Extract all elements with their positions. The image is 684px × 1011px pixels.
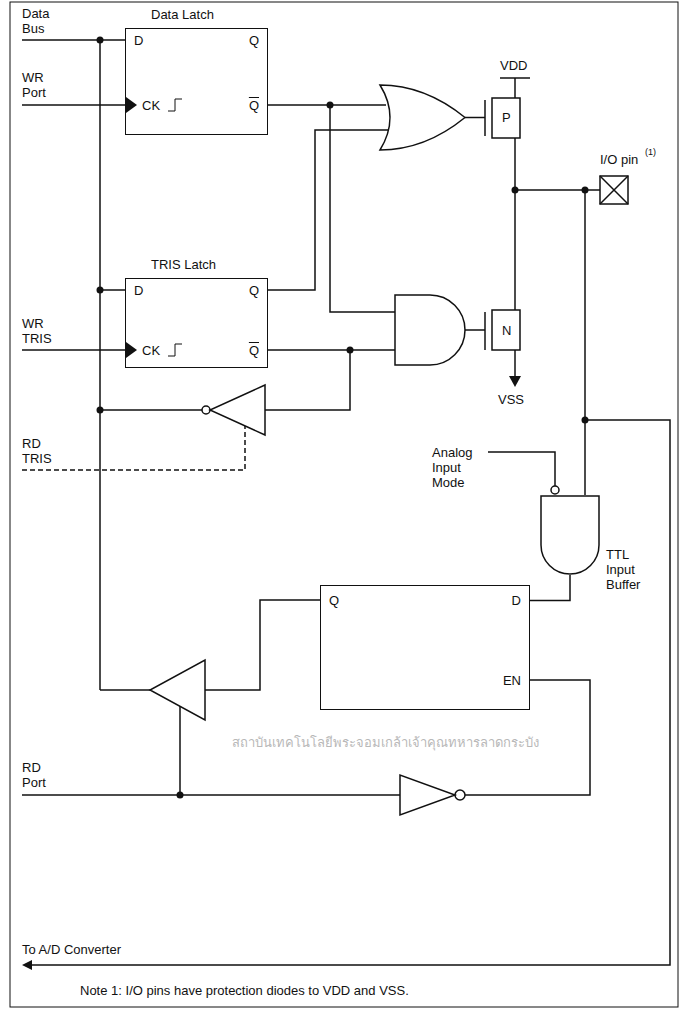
port-label: Q [249, 33, 259, 48]
supply-name: VSS [498, 392, 524, 407]
note-ref: (1) [645, 147, 656, 158]
latch-title: Data Latch [151, 7, 214, 22]
signal-name: To A/D Converter [22, 942, 121, 957]
note-text: Note 1: I/O pins have protection diodes … [80, 983, 409, 998]
signal-name: WR Port [22, 70, 62, 100]
port-label: Q [329, 593, 339, 608]
port-label: TTL Input Buffer [606, 547, 652, 592]
port-label: Q [249, 283, 259, 298]
input-latch: Q D EN [320, 585, 530, 710]
port-label: D [134, 283, 143, 298]
port-label: D [512, 593, 521, 608]
signal-name: Analog Input Mode [432, 445, 484, 490]
signal-name: RD Port [22, 760, 62, 790]
supply-name: VDD [500, 58, 527, 73]
port-label: CK [142, 343, 160, 358]
port-label: EN [503, 673, 521, 688]
port-label: CK [142, 98, 160, 113]
signal-name: RD TRIS [22, 436, 62, 466]
pin-name: I/O pin [600, 152, 638, 167]
latch-title: TRIS Latch [151, 257, 216, 272]
signal-name: WR TRIS [22, 316, 62, 346]
wire-connector [530, 575, 570, 601]
port-label: Q [249, 343, 259, 358]
data-latch: Data LatchDQCKQ [125, 28, 268, 135]
port-label: D [134, 33, 143, 48]
transistor-type: N [502, 323, 511, 338]
signal-name: Data Bus [22, 6, 62, 36]
tris-latch: TRIS LatchDQCKQ [125, 278, 268, 368]
and-gate-outline [540, 495, 600, 575]
watermark: สถาบันเทคโนโลยีพระจอมเกล้าเจ้าคุณทหารลาด… [232, 735, 539, 750]
port-label: Q [249, 98, 259, 113]
ttl-input-buffer: TTL Input Buffer [540, 495, 600, 575]
transistor-type: P [502, 110, 511, 125]
